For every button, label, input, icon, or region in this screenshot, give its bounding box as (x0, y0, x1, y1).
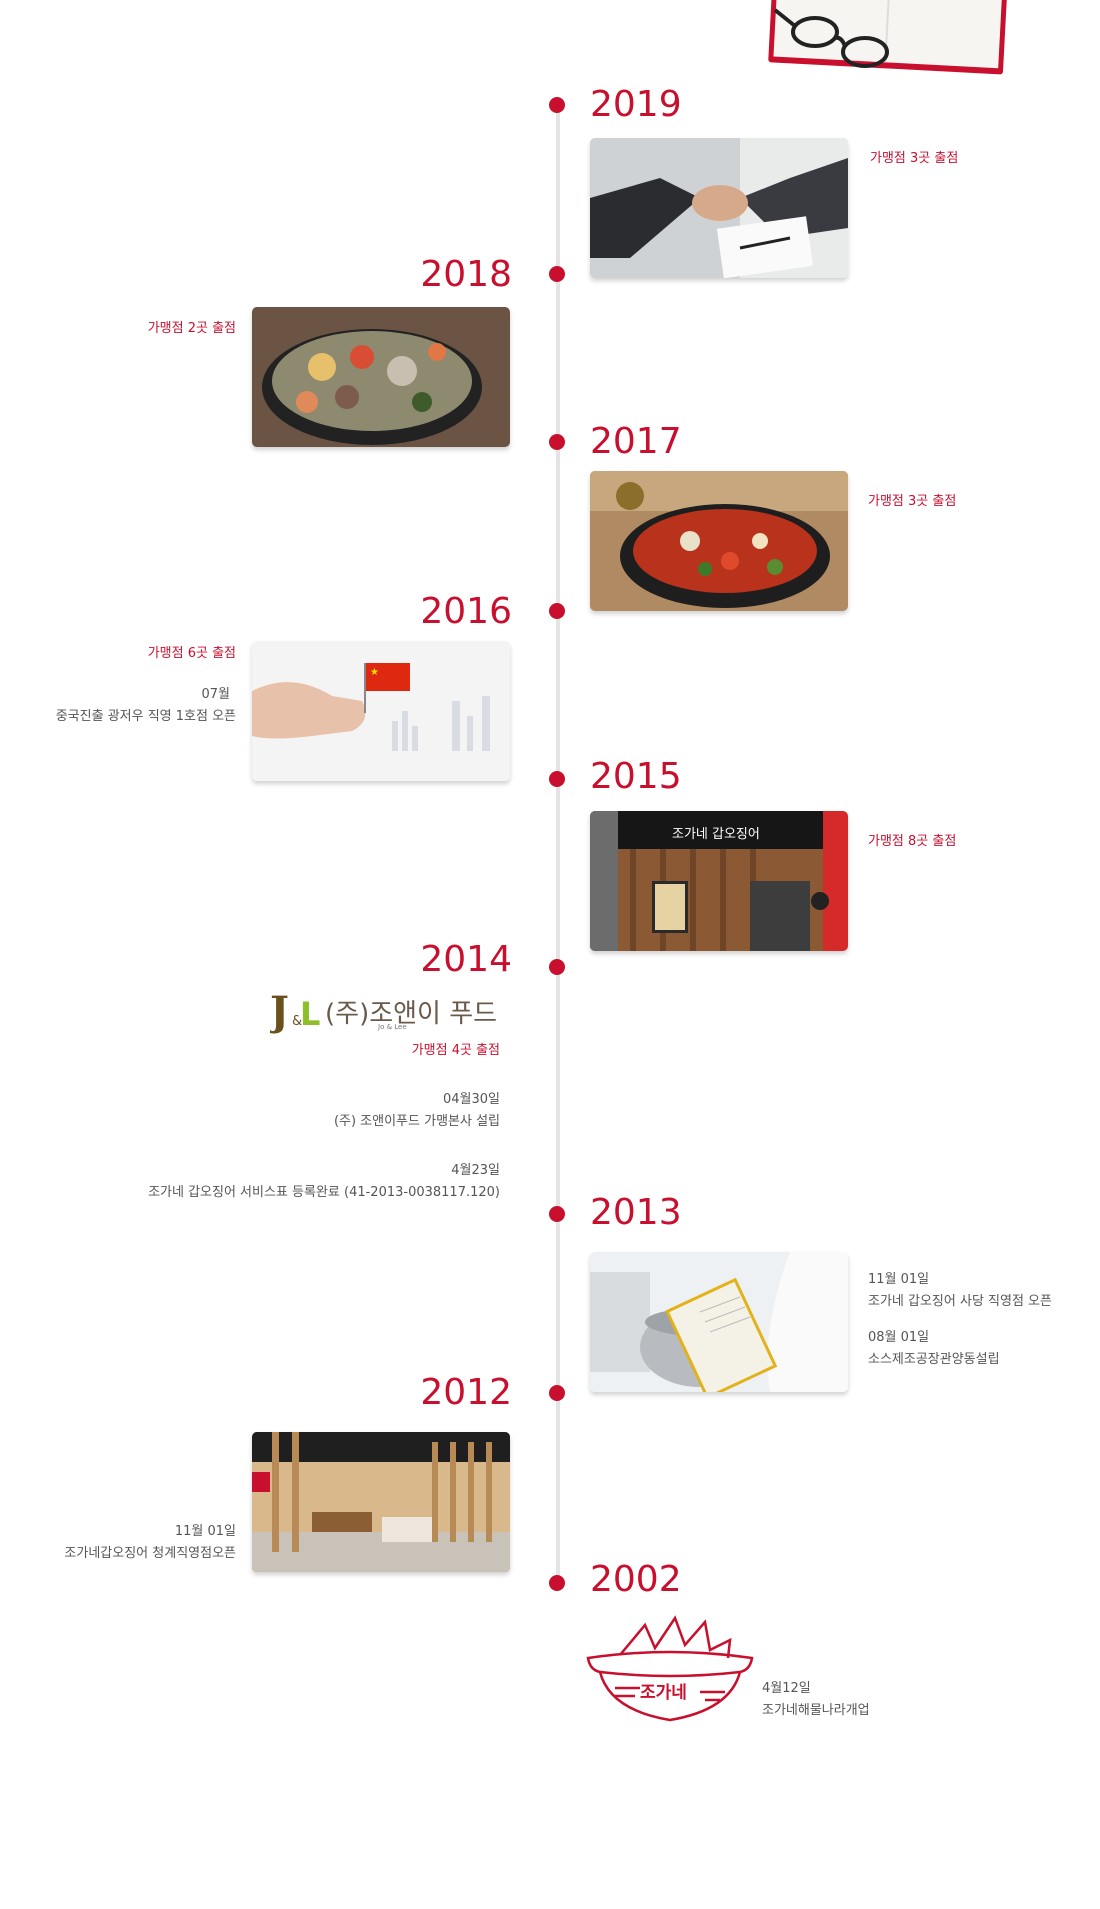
text-2013-event-1: 조가네 갑오징어 사당 직영점 오픈 (868, 1294, 1052, 1309)
bowl-logo-text: 조가네 (640, 1683, 687, 1703)
timeline-dot-2016 (549, 603, 565, 619)
svg-text:L: L (300, 995, 320, 1033)
text-2002-date: 4월12일 (762, 1681, 811, 1696)
notebook-glasses-image (715, 0, 1045, 85)
timeline-dot-2017 (549, 434, 565, 450)
timeline-dot-2013 (549, 1206, 565, 1222)
svg-text:J: J (270, 988, 289, 1035)
company-name: (주)조앤이 푸드 (325, 999, 498, 1029)
text-2013-event-2: 소스제조공장관양동설립 (868, 1352, 1000, 1367)
store-sign-text: 조가네 갑오징어 (672, 827, 760, 842)
text-2016-event: 중국진출 광저우 직영 1호점 오픈 (55, 709, 236, 724)
svg-text:★: ★ (370, 667, 379, 678)
year-2013: 2013 (590, 1192, 682, 1233)
year-2002: 2002 (590, 1559, 682, 1600)
text-2018-franchise: 가맹점 2곳 출점 (147, 321, 236, 336)
photo-store-front: 조가네 갑오징어 (590, 811, 848, 951)
photo-spicy-squid-pan (590, 471, 848, 611)
text-2014-event-2: 조가네 갑오징어 서비스표 등록완료 (41-2013-0038117.120) (148, 1185, 500, 1200)
svg-text:&: & (292, 1014, 302, 1029)
company-logo: J & L (주)조앤이 푸드 Jo & Lee (267, 985, 520, 1035)
year-2017: 2017 (590, 421, 682, 462)
photo-seafood-hotpot (252, 307, 510, 447)
text-2014-franchise: 가맹점 4곳 출점 (411, 1043, 500, 1058)
year-2016: 2016 (420, 591, 512, 632)
year-2018: 2018 (420, 254, 512, 295)
bowl-logo: 조가네 (580, 1610, 760, 1725)
timeline-dot-2018 (549, 266, 565, 282)
text-2012-date: 11월 01일 (174, 1524, 236, 1539)
company-name-en: Jo & Lee (378, 1023, 407, 1031)
timeline-axis (556, 100, 560, 1590)
timeline-dot-2015 (549, 771, 565, 787)
photo-handshake (590, 138, 848, 278)
year-2015: 2015 (590, 756, 682, 797)
year-2012: 2012 (420, 1372, 512, 1413)
photo-factory-inspection (590, 1252, 848, 1392)
photo-china-flag-hand: ★ (252, 641, 510, 781)
text-2012-event: 조가네갑오징어 청계직영점오픈 (64, 1546, 236, 1561)
text-2014-date-2: 4월23일 (451, 1163, 500, 1178)
text-2016-franchise: 가맹점 6곳 출점 (147, 646, 236, 661)
text-2013-date-2: 08월 01일 (868, 1330, 930, 1345)
text-2016-date: 07월 (201, 687, 230, 702)
timeline-dot-2002 (549, 1575, 565, 1591)
text-2014-date-1: 04월30일 (442, 1092, 500, 1107)
timeline-dot-2014 (549, 959, 565, 975)
year-2019: 2019 (590, 84, 682, 125)
text-2014-event-1: (주) 조앤이푸드 가맹본사 설립 (333, 1114, 500, 1129)
timeline-dot-2019 (549, 97, 565, 113)
photo-restaurant-interior (252, 1432, 510, 1572)
timeline-dot-2012 (549, 1385, 565, 1401)
year-2014: 2014 (420, 939, 512, 980)
text-2017-franchise: 가맹점 3곳 출점 (868, 494, 957, 509)
text-2015-franchise: 가맹점 8곳 출점 (868, 834, 957, 849)
text-2019-franchise: 가맹점 3곳 출점 (870, 151, 959, 166)
text-2013-date-1: 11월 01일 (868, 1272, 930, 1287)
text-2002-event: 조가네해물나라개업 (762, 1703, 870, 1718)
